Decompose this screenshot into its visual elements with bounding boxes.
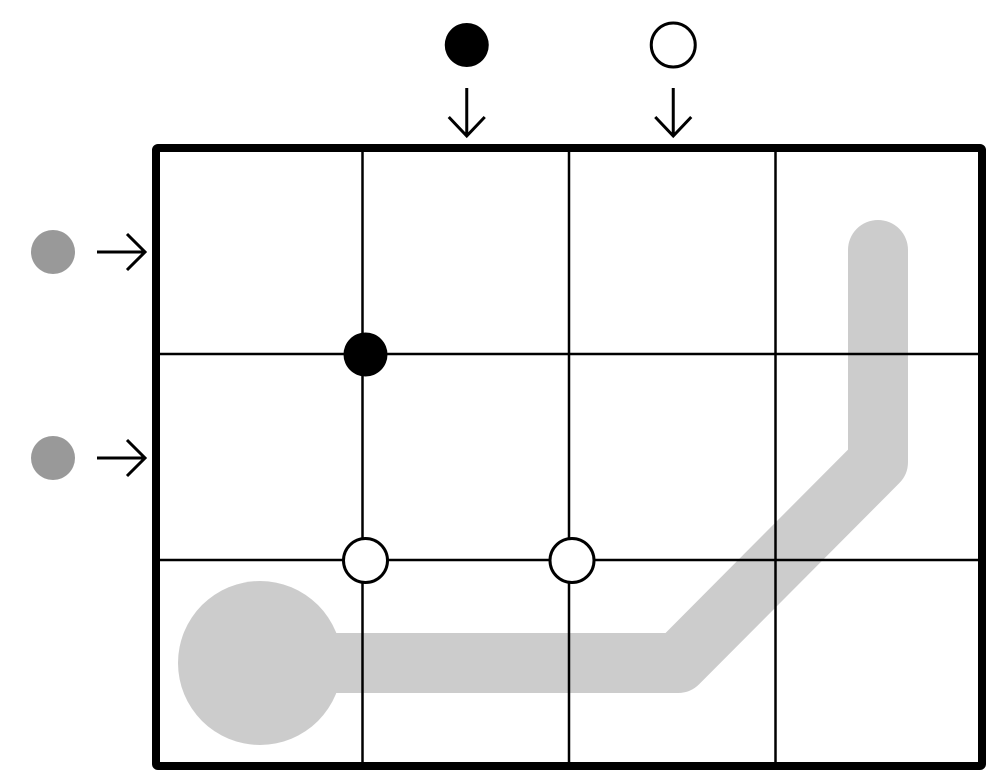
gray-clue-circle bbox=[31, 230, 75, 274]
path-start-dot bbox=[178, 581, 342, 745]
white-circle bbox=[548, 537, 596, 584]
grid-border bbox=[152, 144, 986, 770]
black-circle bbox=[343, 332, 388, 377]
grid-circles bbox=[342, 332, 596, 584]
white-clue-circle bbox=[649, 21, 697, 69]
arrow-down-icon bbox=[654, 88, 693, 139]
black-clue-circle bbox=[444, 23, 489, 67]
arrow-right-icon bbox=[97, 232, 148, 272]
arrow-down-icon bbox=[447, 88, 486, 139]
white-circle bbox=[342, 537, 389, 584]
arrow-right-icon bbox=[97, 438, 148, 478]
clues bbox=[31, 21, 697, 480]
gray-clue-circle bbox=[31, 436, 75, 480]
path-line bbox=[230, 220, 908, 693]
solution-path bbox=[178, 220, 908, 745]
